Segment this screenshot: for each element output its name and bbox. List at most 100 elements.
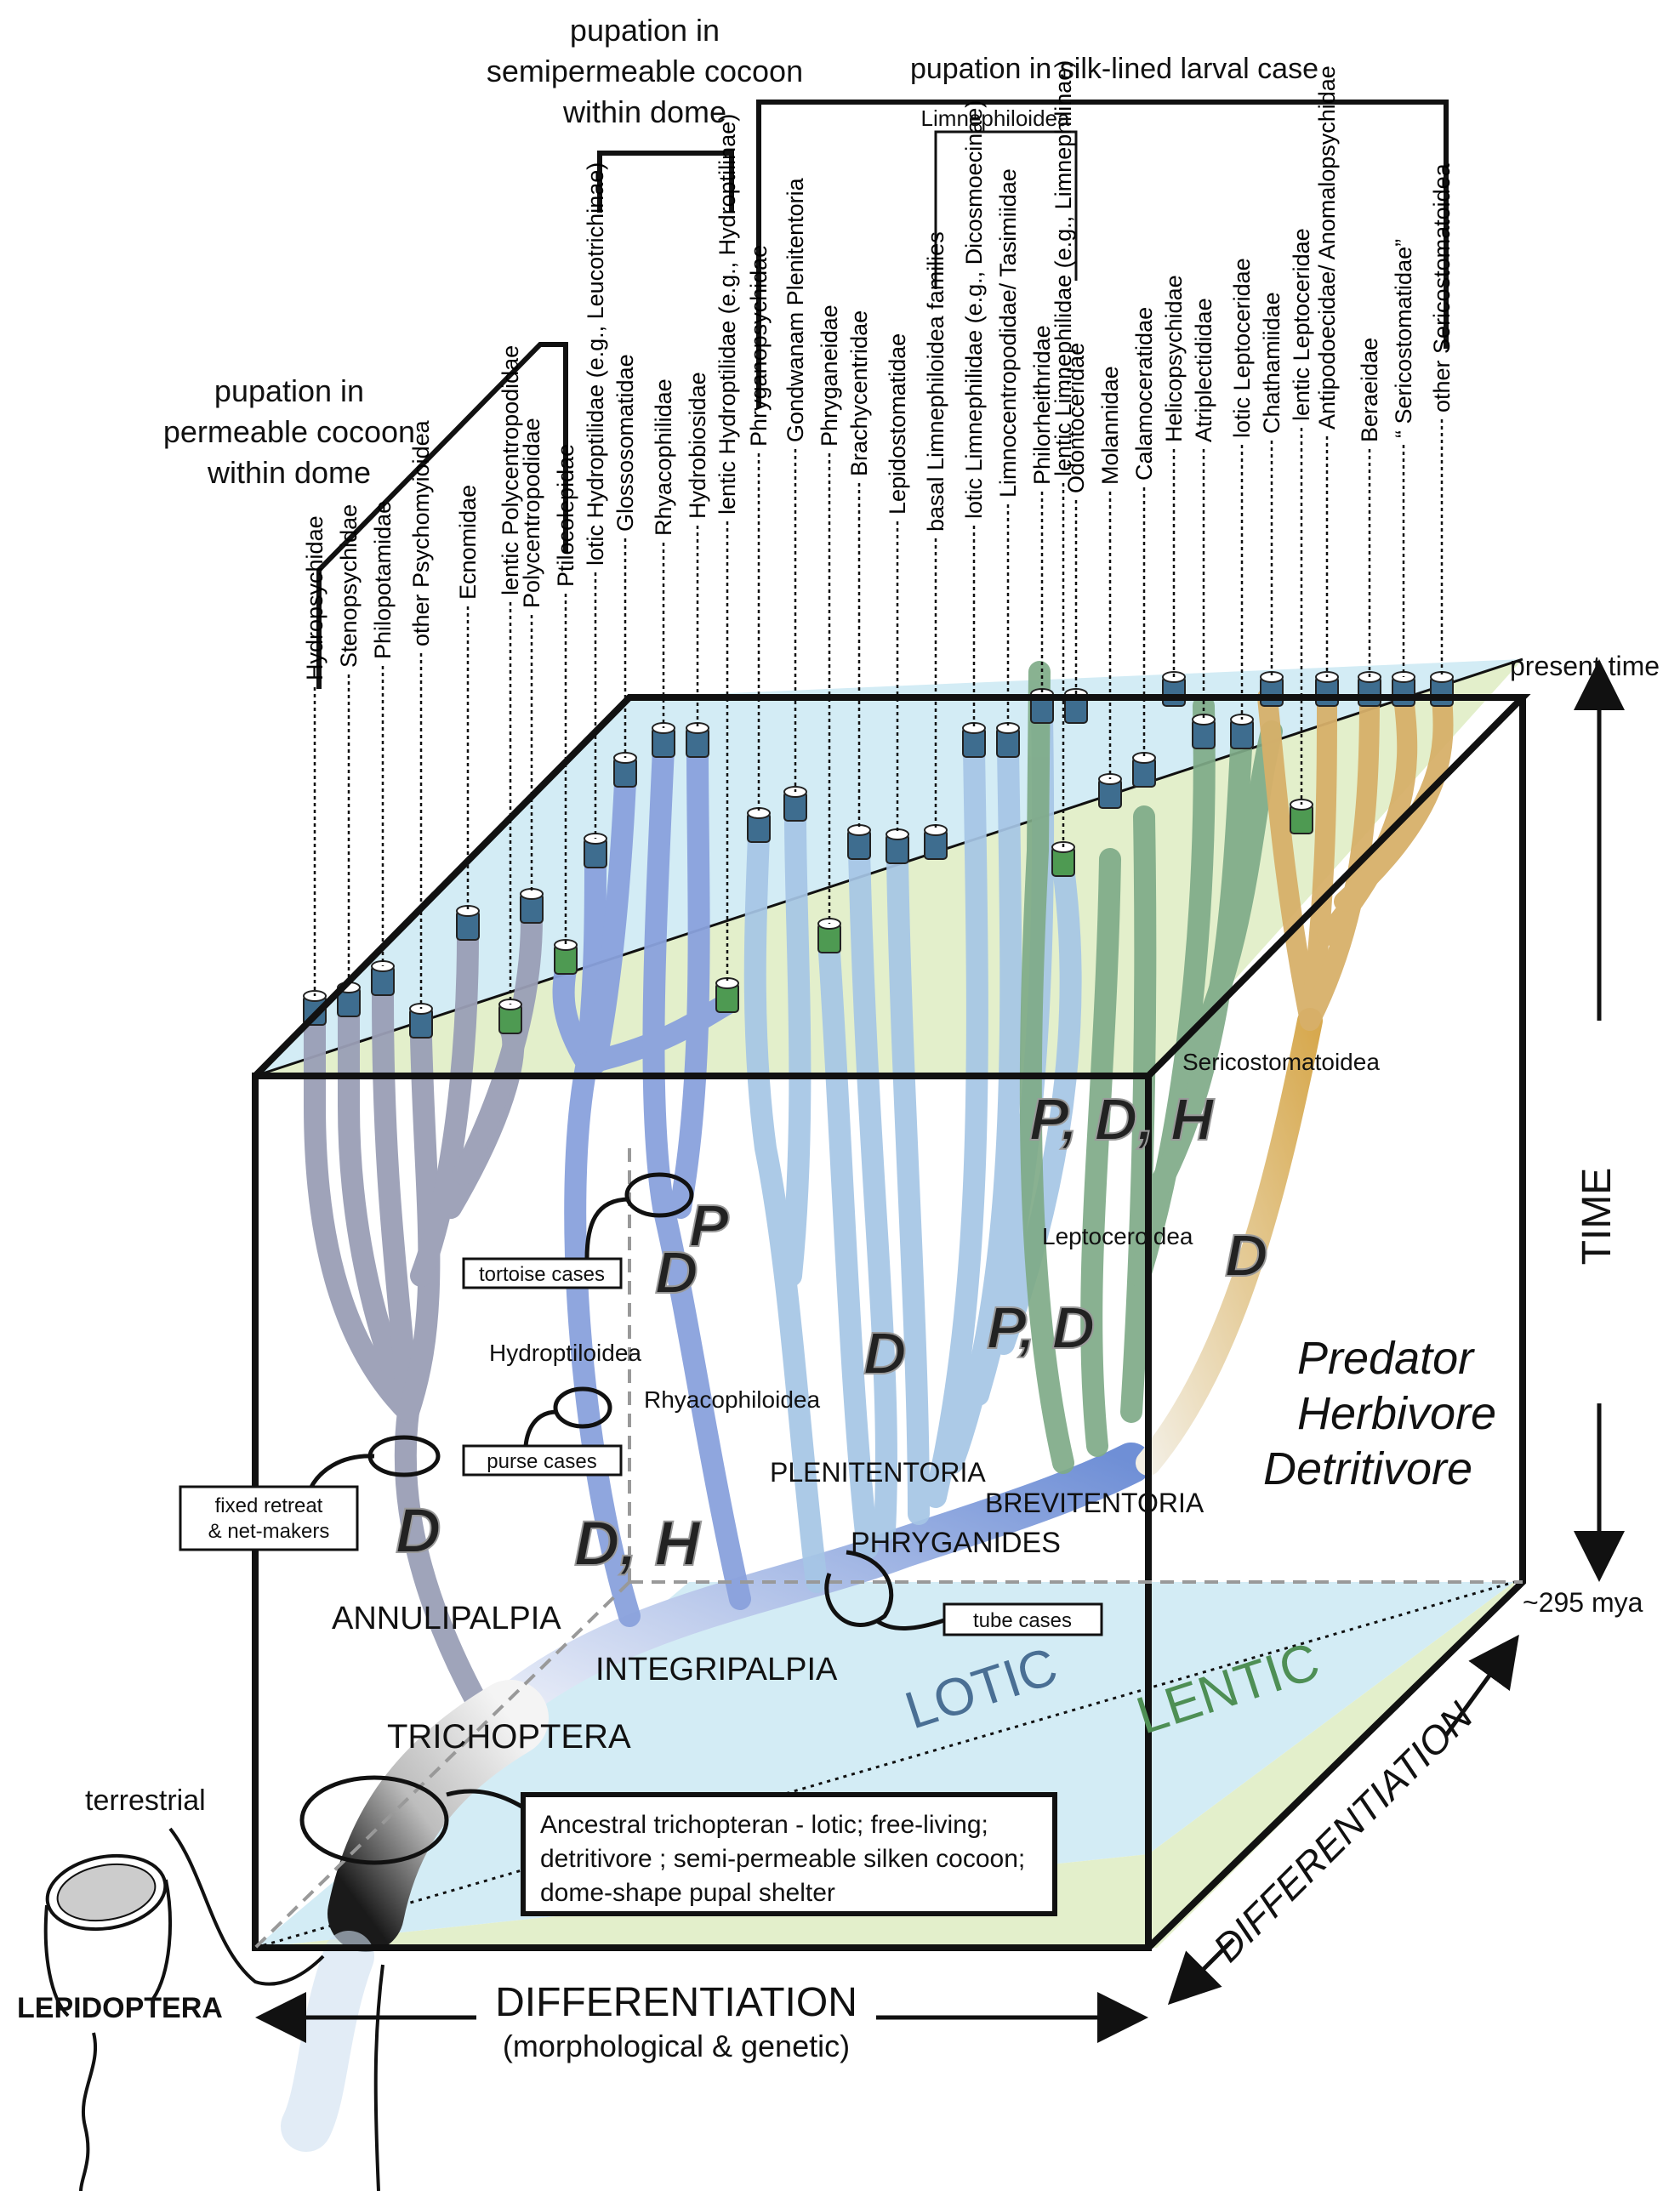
taxon-label: other Psychomyioidea — [408, 419, 434, 646]
label-brevitentoria: BREVITENTORIA — [985, 1488, 1204, 1518]
lepidoptera-hatch — [56, 1863, 157, 1922]
taxon-label: Stenopsychidae — [336, 504, 362, 668]
purse-label: purse cases — [487, 1450, 596, 1473]
time-axis-label: TIME — [1575, 1168, 1620, 1266]
taxon-label: Philopotamidae — [370, 501, 396, 659]
taxon-label: basal Limnephiloidea families — [923, 231, 948, 532]
trophic-plenitentoria: D — [863, 1320, 907, 1386]
taxon-label: Beraeidae — [1357, 338, 1382, 442]
label-sericostomatoidea: Sericostomatoidea — [1182, 1049, 1380, 1075]
bracket-limnephiloidea — [934, 130, 1078, 289]
leader-tortoise — [584, 1197, 630, 1260]
ancestral-line-3: dome-shape pupal shelter — [540, 1879, 835, 1907]
ancestral-leader — [446, 1789, 525, 1810]
trichoptera-root-line — [373, 1964, 384, 2191]
taxon-label: Limnocentropodidae/ Tasimiidae — [995, 168, 1021, 498]
taxon-label: lotic Leptoceridae — [1229, 258, 1255, 438]
leader-tube — [874, 1618, 945, 1630]
taxon-label: Philorheithridae — [1029, 325, 1055, 485]
branch-sericostomatoidea — [1136, 1008, 1323, 1476]
terrestrial-link — [168, 1827, 325, 1986]
taxon-label: Ptilocolepidae — [553, 444, 578, 587]
branch-tip-top — [554, 939, 578, 951]
taxon-label: Atriplectididae — [1191, 298, 1216, 442]
taxon-label: Ecnomidae — [455, 485, 481, 600]
taxon-labels: Hydropsychidae Stenopsychidae Philopotamid… — [302, 60, 1455, 1009]
branch-plenitentoria — [743, 822, 828, 1593]
taxon-label: Gondwanam Plenitentoria — [783, 177, 808, 442]
taxon-label: lotic Hydroptilidae (e.g., Leucotrichina… — [583, 162, 608, 566]
trichoptera-cocoon-ring — [299, 1775, 449, 1865]
legend-herbivore: Herbivore — [1297, 1388, 1496, 1439]
diff-bottom-sub: (morphological & genetic) — [503, 2029, 850, 2063]
present-time-label: present time — [1510, 651, 1660, 681]
branch-pl-5 — [886, 848, 930, 1525]
taxon-label: lentic Leptoceridae — [1289, 228, 1314, 421]
taxon-label: Odontoceridae — [1063, 343, 1089, 493]
branch-integripalpia-trunk — [456, 1443, 1152, 1756]
box-ancestral — [521, 1792, 1057, 1916]
label-annulipalpia: ANNULIPALPIA — [332, 1601, 561, 1636]
pupation-semi-3: within dome — [562, 94, 726, 129]
taxon-label: Hydrobiosidae — [685, 372, 710, 519]
taxon-label: Glossosomatidae — [612, 354, 638, 532]
branch-br-3 — [1120, 805, 1157, 1423]
taxon-label: Polycentropodidae — [519, 418, 544, 608]
taxon-label: Brachycentridae — [846, 310, 872, 476]
branch-trichoptera — [327, 1680, 549, 1952]
lepidoptera-sketch — [43, 1775, 525, 2191]
lepidoptera-body — [43, 1879, 172, 2017]
box-purse — [462, 1444, 623, 1477]
taxon-label: Phryganeidae — [817, 304, 842, 447]
diff-right-upper — [1444, 1634, 1519, 1737]
branch-pl-4 — [848, 839, 898, 1542]
branch-ann-5 — [410, 925, 479, 1287]
taxon-label: other Sericostomatoidea — [1429, 162, 1455, 413]
fixed-retreat-line-1: fixed retreat — [215, 1494, 323, 1517]
branch-rhyaco-2 — [669, 737, 710, 1219]
trophic-hydro-p: P — [689, 1192, 729, 1259]
box-fixed-retreat — [179, 1485, 359, 1551]
taxon-label: Phryganopsychidae — [746, 245, 772, 447]
tube-label: tube cases — [973, 1609, 1072, 1632]
trophic-integripalpia: D, H — [574, 1508, 702, 1579]
branch-ptilo — [552, 959, 598, 1074]
ring-tortoise — [624, 1172, 694, 1218]
branch-ann-3 — [372, 984, 419, 1423]
branch-se-1 — [1257, 687, 1320, 1031]
pupation-silk-lined: pupation in silk-lined larval case — [910, 53, 1318, 85]
legend-predator: Predator — [1297, 1333, 1475, 1384]
trophic-upper: P, D, H — [1029, 1086, 1215, 1152]
branch-lepidoptera-root — [281, 1931, 374, 2152]
taxon-label: Molannidae — [1097, 366, 1123, 485]
taxon-label: lentic Limnephilidae (e.g., Limnephilina… — [1051, 60, 1076, 476]
trophic-sericostomatoidea: D — [1225, 1222, 1268, 1289]
axes — [255, 659, 1625, 2043]
bracket-silk-lined — [756, 100, 1449, 408]
taxon-label: lentic Polycentropodidae — [498, 345, 523, 595]
pupation-permeable-2: permeable cocoon — [163, 414, 415, 449]
label-hydroptiloidea: Hydroptiloidea — [489, 1340, 641, 1366]
taxon-label: Hydropsychidae — [302, 515, 327, 680]
pupation-permeable-3: within dome — [207, 455, 371, 490]
diff-right-lower — [1167, 1938, 1235, 2006]
pupation-semi-1: pupation in — [570, 13, 720, 48]
lepidoptera-stem — [79, 2032, 98, 2191]
label-plenitentoria: PLENITENTORIA — [770, 1457, 986, 1488]
tortoise-label: tortoise cases — [479, 1263, 605, 1286]
lentic-floor — [255, 1582, 1514, 1948]
label-phryganides: PHRYGANIDES — [851, 1527, 1061, 1559]
leader-fixed-retreat — [308, 1454, 375, 1490]
pupation-semi-2: semipermeable cocoon — [487, 54, 803, 88]
ancestral-line-2: detritivore ; semi-permeable silken coco… — [540, 1845, 1025, 1873]
label-trichoptera: TRICHOPTERA — [387, 1718, 631, 1756]
branch-pl-3 — [818, 942, 879, 1559]
branch-se-2 — [1300, 687, 1337, 1031]
pupation-brackets — [316, 100, 1449, 689]
bracket-permeable — [316, 342, 568, 689]
branch-rhyacophiloidea — [642, 737, 751, 1610]
taxon-label: Lepidostomatidae — [885, 333, 910, 515]
branch-glosso — [584, 771, 636, 1074]
branch-pl-6 — [925, 737, 988, 1508]
